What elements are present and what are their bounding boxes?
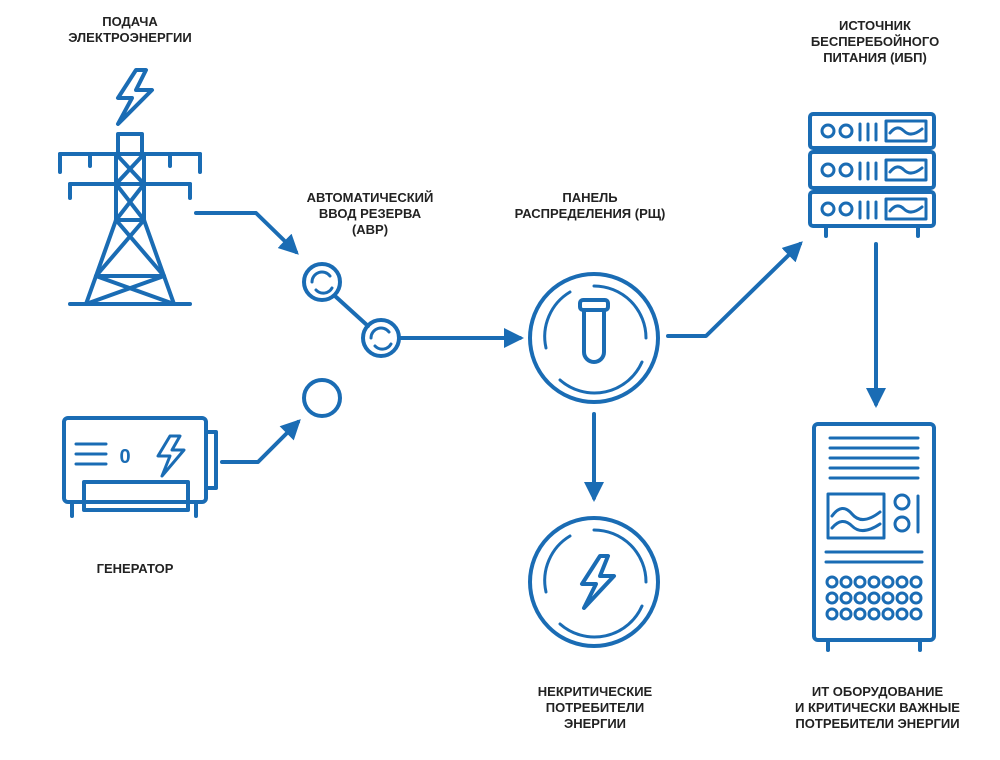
ats-switch-icon [302,262,401,418]
label-it-equipment: ИТ ОБОРУДОВАНИЕ И КРИТИЧЕСКИ ВАЖНЫЕ ПОТР… [795,684,960,731]
grid-to-ats-arrow [194,211,299,255]
non-critical-consumers-icon [528,516,660,648]
generator-display: 0 [119,446,130,468]
lightning-icon [116,68,154,126]
generator-icon: 0 [62,416,218,518]
transmission-tower-icon [58,132,202,306]
distribution-panel-icon [528,272,660,404]
it-equipment-rack-icon [812,422,936,652]
label-power-supply: ПОДАЧА ЭЛЕКТРОЭНЕРГИИ [68,14,192,45]
panel-to-ups-arrow [666,241,803,338]
label-ups: ИСТОЧНИК БЕСПЕРЕБОЙНОГО ПИТАНИЯ (ИБП) [810,18,940,65]
label-generator: ГЕНЕРАТОР [96,561,174,576]
ups-icon [808,112,936,238]
generator-to-ats-arrow [220,419,301,464]
label-ats: АВТОМАТИЧЕСКИЙ ВВОД РЕЗЕРВА (АВР) [306,190,434,237]
label-non-critical: НЕКРИТИЧЕСКИЕ ПОТРЕБИТЕЛИ ЭНЕРГИИ [537,684,653,731]
label-distribution-panel: ПАНЕЛЬ РАСПРЕДЕЛЕНИЯ (РЩ) [514,190,666,221]
